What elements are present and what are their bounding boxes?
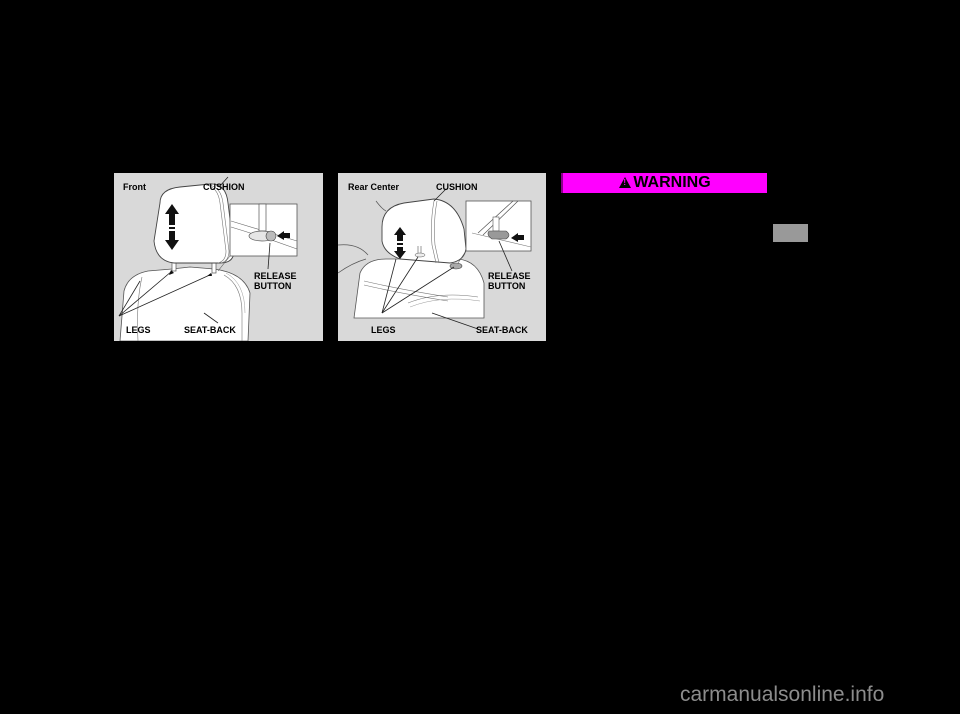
rear-center-head-restraint-illustration [338, 188, 532, 330]
label-release-button: RELEASE BUTTON [488, 271, 531, 291]
warning-header: WARNING [561, 173, 767, 193]
warning-triangle-icon [619, 177, 632, 188]
figure-title: Rear Center [348, 182, 400, 192]
label-legs: LEGS [126, 325, 151, 335]
front-head-restraint-illustration [118, 176, 298, 341]
label-release-button: RELEASE BUTTON [254, 271, 297, 291]
figure-front-head-restraint: Front CUSHION RELEASE BUTTON LEGS SEAT-B… [114, 173, 323, 341]
figure-rear-center-head-restraint: Rear Center CUSHION RELEASE BUTTON LEGS … [338, 173, 546, 341]
label-cushion: CUSHION [436, 182, 478, 192]
label-cushion: CUSHION [203, 182, 245, 192]
label-seat-back: SEAT-BACK [476, 325, 528, 335]
watermark: carmanualsonline.info [680, 683, 885, 706]
label-seat-back: SEAT-BACK [184, 325, 236, 335]
section-index-tab [773, 224, 808, 242]
label-legs: LEGS [371, 325, 396, 335]
figure-title: Front [123, 182, 146, 192]
warning-label: WARNING [633, 174, 711, 191]
